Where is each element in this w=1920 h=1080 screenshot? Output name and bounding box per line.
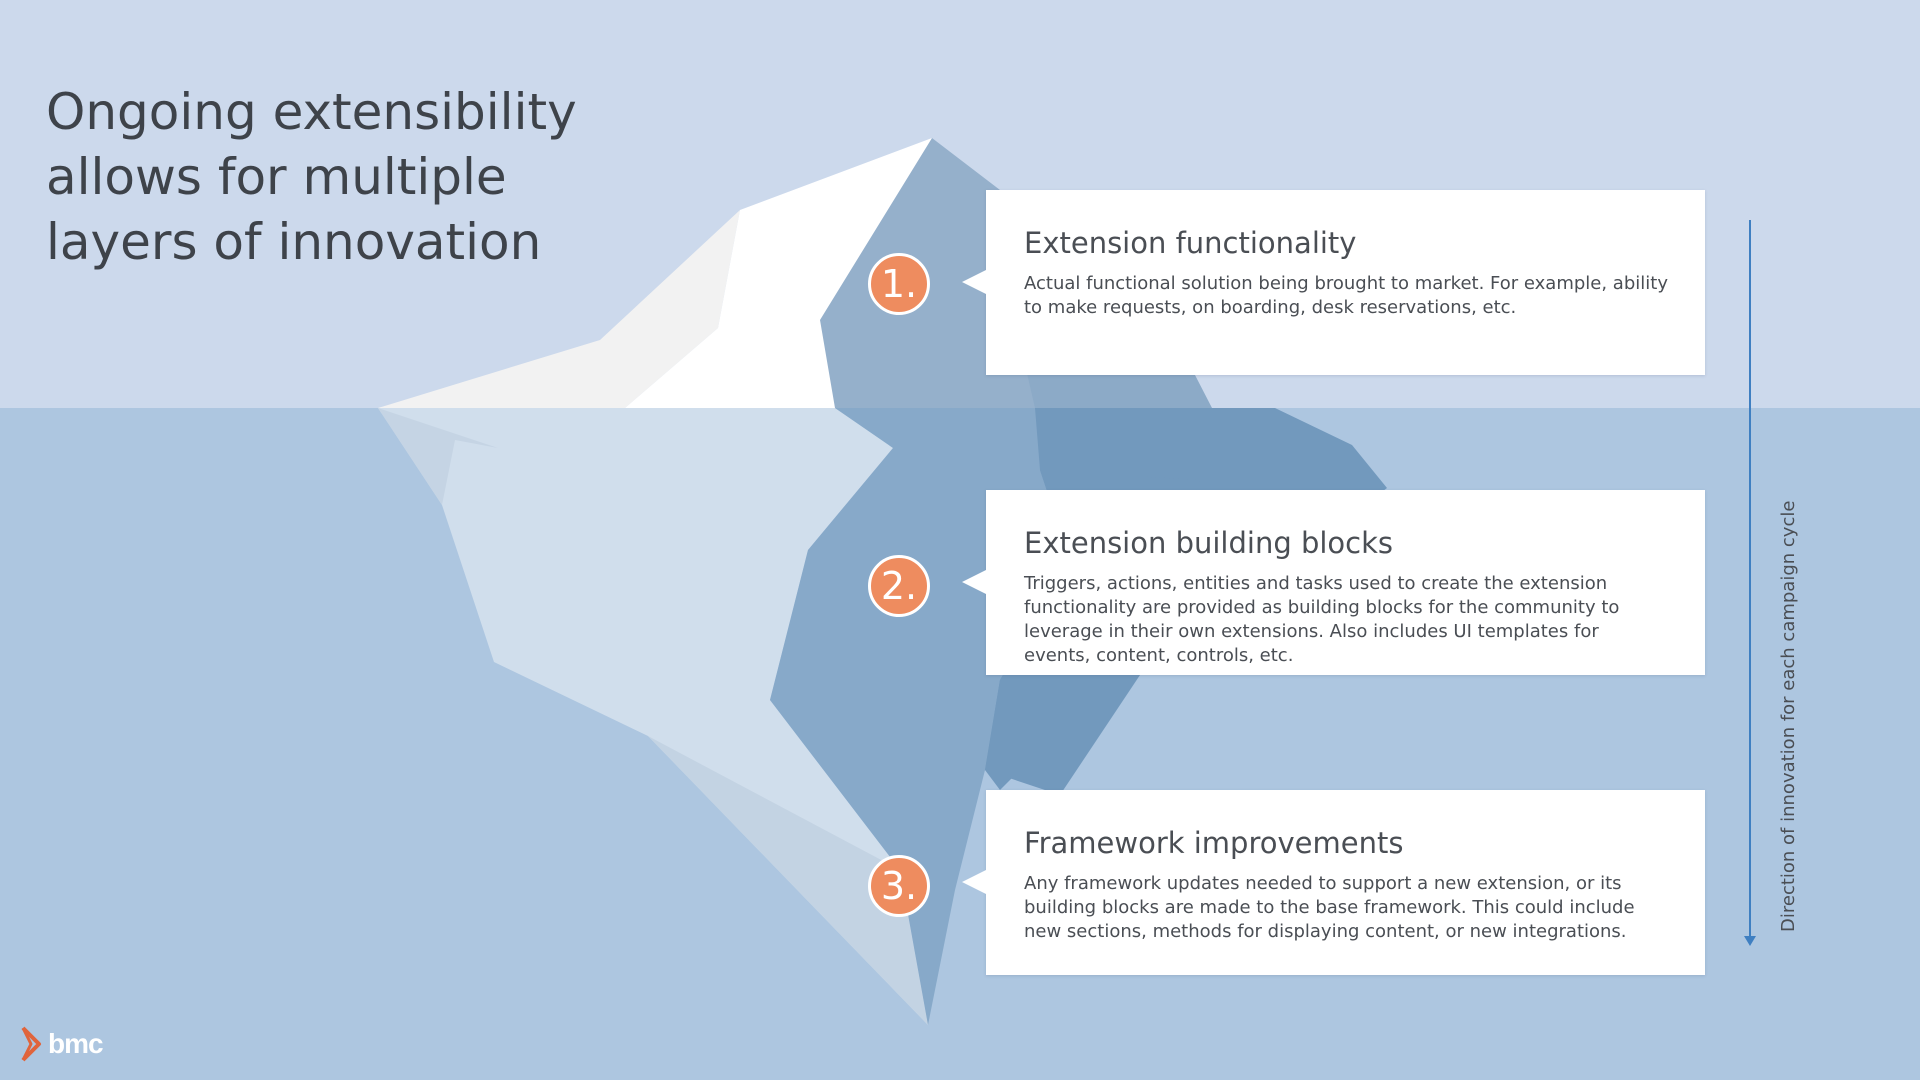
layer-card-2: Extension building blocks Triggers, acti… [962, 490, 1705, 675]
step-badge-3: 3. [868, 855, 930, 917]
direction-label: Direction of innovation for each campaig… [1778, 500, 1799, 932]
layer-card-description: Triggers, actions, entities and tasks us… [1024, 573, 1620, 666]
iceberg-under-left-shade [378, 408, 498, 505]
direction-arrow-line [1749, 220, 1751, 938]
step-badge-1: 1. [868, 253, 930, 315]
bmc-chevron-logo-icon [21, 1026, 41, 1062]
layer-card-heading: Framework improvements [1024, 826, 1404, 860]
iceberg-top-shadow [820, 138, 1040, 408]
layer-card-description: Any framework updates needed to support … [1024, 873, 1635, 942]
direction-arrow-head-icon [1744, 936, 1756, 946]
step-badge-2: 2. [868, 555, 930, 617]
iceberg-under-bottom-shade [648, 736, 928, 1025]
layer-card-1: Extension functionality Actual functiona… [962, 190, 1705, 375]
layer-card-heading: Extension functionality [1024, 226, 1357, 260]
logo-text: bmc [48, 1028, 104, 1059]
bmc-logo: bmc [20, 1024, 104, 1064]
layer-card-3: Framework improvements Any framework upd… [962, 790, 1705, 975]
layer-card-heading: Extension building blocks [1024, 526, 1394, 560]
page-title: Ongoing extensibility allows for multipl… [46, 83, 577, 271]
layer-card-description: Actual functional solution being brought… [1024, 273, 1668, 318]
iceberg-top-shade [378, 210, 740, 408]
